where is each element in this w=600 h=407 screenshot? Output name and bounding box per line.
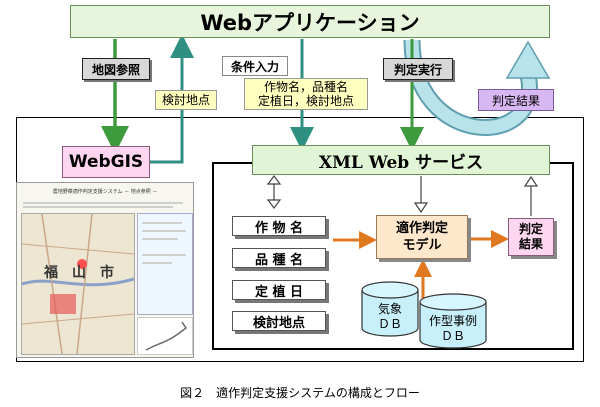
cond-detail-label: 作物名，品種名 定植日，検討地点 [244,78,368,110]
panel-line [142,222,182,224]
model-line-2: モデル [402,238,442,253]
panel-line [142,230,186,232]
cond-detail-line-2: 定植日，検討地点 [257,94,354,108]
exam-point-arrow [150,34,194,164]
screenshot-text-line [23,206,173,208]
case-db-line-2: ＤＢ [441,329,465,343]
case-db-line-1: 作型事例 [429,314,477,328]
weather-db-cylinder: 気象 ＤＢ [361,281,419,337]
cond-detail-line-1: 作物名，品種名 [263,80,348,94]
weather-db-line-2: ＤＢ [378,317,402,331]
inputs-link-up-head [266,175,282,185]
screenshot-title: 農地野菜適作判定支援システム － 地点参照 － [52,188,158,195]
input-exam-point: 検討地点 [232,311,326,331]
screenshot-text-line [23,202,183,204]
map-roads [21,213,135,355]
result-link-head [523,175,539,187]
map-text-fuku: 福 [44,265,58,281]
panel-line [142,262,172,264]
judge-loop-arrowhead [505,40,551,79]
screenshot-map: 福 山 市 [21,213,135,355]
panel-line [142,238,178,240]
exam-point-label: 検討地点 [155,90,217,110]
judge-result-label: 判定結果 [478,89,554,111]
web-application-box: Webアプリケーション [70,5,550,38]
model-line-1: 適作判定 [395,221,448,236]
cond-input-label: 条件入力 [222,56,288,76]
weather-db-line-1: 気象 [378,301,402,316]
result-line-2: 結果 [518,237,543,251]
webgis-screenshot: 農地野菜適作判定支援システム － 地点参照 － 福 山 市 [16,182,194,358]
webgis-box: WebGIS [62,146,150,178]
screenshot-japan-map [137,317,193,355]
xml-web-service-box: XML Web サービス [252,145,550,175]
model-link-head [413,202,429,214]
inputs-link-down-head [266,199,282,209]
judge-exec-label: 判定実行 [383,58,453,80]
result-box: 判定 結果 [508,218,554,256]
japan-outline-icon [145,321,188,351]
suitability-model-box: 適作判定 モデル [376,215,468,259]
input-variety-name: 品 種 名 [232,248,326,268]
input-planting-date: 定 植 日 [232,280,326,300]
map-text-shi: 市 [100,265,114,281]
map-ref-label: 地図参照 [82,58,150,80]
map-text-yama: 山 [72,265,86,281]
screenshot-side-panel [137,213,193,315]
case-db-cylinder: 作型事例 ＤＢ [419,293,487,349]
figure-caption: 図２ 適作判定支援システムの構成とフロー [180,385,420,400]
panel-line [142,254,186,256]
input-crop-name: 作 物 名 [232,216,326,236]
result-line-1: 判定 [518,222,543,236]
